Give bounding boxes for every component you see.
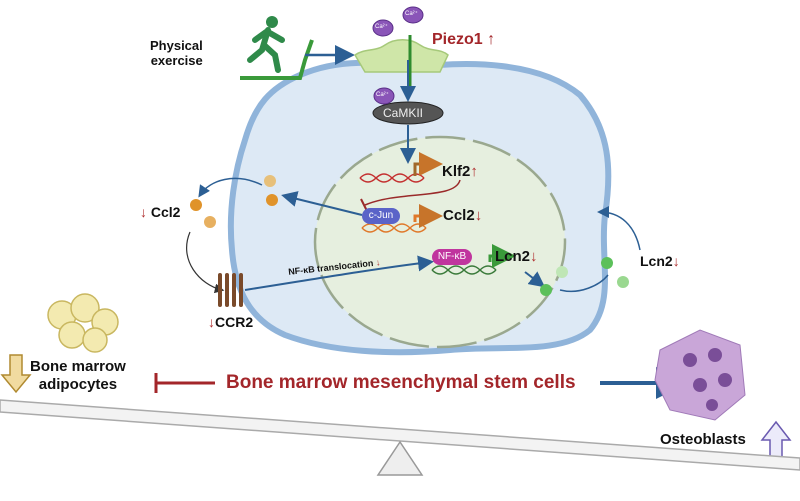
nfkb-translocation-arrow xyxy=(244,255,434,291)
ccr2-label: ↓CCR2 xyxy=(208,314,253,330)
ccr2-name: CCR2 xyxy=(215,314,254,330)
calcium-ion-icons xyxy=(372,6,424,105)
translocation-change: ↓ xyxy=(375,257,381,268)
camkii-shape xyxy=(372,101,444,125)
adipocytes-icon xyxy=(47,293,119,353)
ccl2-dot xyxy=(204,216,216,228)
treadmill-runner-icon xyxy=(240,16,314,80)
ccl2-name: Ccl2 xyxy=(443,207,475,224)
nucleus xyxy=(313,135,567,349)
nfkb-pill: NF-κB xyxy=(432,249,472,265)
adipocytes-line2: adipocytes xyxy=(38,376,118,393)
seesaw-beam xyxy=(0,399,800,471)
ccl2-dot xyxy=(190,199,202,211)
ccl2-dot xyxy=(266,194,278,206)
piezo1-change: ↑ xyxy=(487,31,496,48)
osteoblasts-icon xyxy=(654,329,746,421)
ccl2-dot xyxy=(264,175,276,187)
adipocytes-line1: Bone marrow xyxy=(30,358,126,375)
ion-label: Ca²⁺ xyxy=(375,24,388,30)
ccr2-receptor-icon xyxy=(218,273,243,307)
klf2-change: ↑ xyxy=(470,163,478,180)
piezo1-name: Piezo1 xyxy=(432,31,483,48)
secreted-lcn2-name: Lcn2 xyxy=(640,253,673,269)
ion-label: Ca²⁺ xyxy=(376,92,389,98)
klf2-name: Klf2 xyxy=(442,163,471,180)
osteoblasts-up-arrow-icon xyxy=(760,420,792,459)
secreted-ccl2-change: ↓ xyxy=(140,204,147,220)
lcn2-name: Lcn2 xyxy=(495,248,531,265)
secreted-lcn2-change: ↓ xyxy=(672,253,680,269)
ion-label: Ca²⁺ xyxy=(405,11,418,17)
ccr2-change: ↓ xyxy=(208,314,215,330)
dna-icons xyxy=(359,173,497,275)
klf2-inhibits-cjun xyxy=(364,179,461,206)
lcn2-change: ↓ xyxy=(530,248,538,265)
secreted-ccl2-name: Ccl2 xyxy=(150,204,181,220)
lcn2-dot xyxy=(540,284,552,296)
exercise-label-line2: exercise xyxy=(150,53,203,68)
exercise-label-line1: Physical xyxy=(150,38,203,53)
camkii-label: CaMKII xyxy=(383,106,424,120)
adipocytes-down-arrow-icon xyxy=(0,354,32,394)
piezo1-label: Piezo1 ↑ xyxy=(432,31,495,49)
cjun-pill: c-Jun xyxy=(362,208,400,224)
lcn2-dot xyxy=(556,266,568,278)
nuclear-lcn2-label: Lcn2↓ xyxy=(495,248,538,265)
lcn2-dot xyxy=(617,276,629,288)
klf2-label: Klf2↑ xyxy=(442,163,478,180)
secreted-ccl2-label: ↓ Ccl2 xyxy=(140,204,180,220)
secreted-lcn2-label: Lcn2↓ xyxy=(640,253,680,269)
osteoblasts-label: Osteoblasts xyxy=(660,431,746,448)
seesaw-fulcrum xyxy=(376,440,424,476)
ccl2-change: ↓ xyxy=(474,207,483,224)
stem-cells-label: Bone marrow mesenchymal stem cells xyxy=(226,372,576,393)
nuclear-ccl2-label: Ccl2↓ xyxy=(443,207,482,224)
lcn2-dot xyxy=(601,257,613,269)
